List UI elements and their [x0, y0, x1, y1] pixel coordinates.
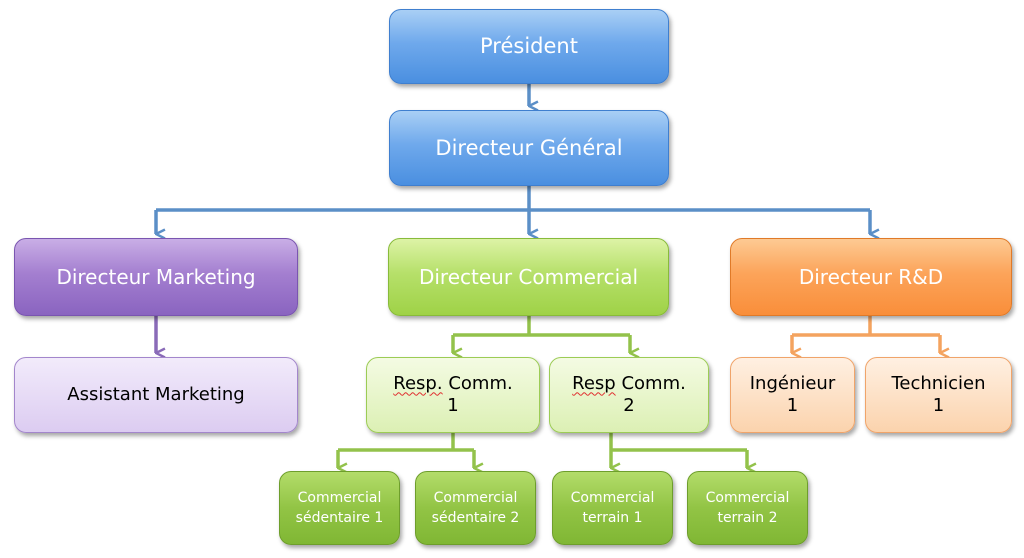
node-president: Président — [389, 9, 669, 84]
connector-dg-bus — [156, 186, 870, 212]
node-resp-comm-2-word1: Resp — [572, 372, 616, 394]
node-resp-comm-1-word2: Comm. — [448, 372, 513, 394]
node-assistant-marketing: Assistant Marketing — [14, 357, 298, 433]
node-assistant-marketing-label: Assistant Marketing — [67, 383, 245, 405]
node-technicien-1: Technicien 1 — [865, 357, 1012, 433]
node-directeur-commercial: Directeur Commercial — [388, 238, 669, 316]
node-commercial-sedentaire-1-line2: sédentaire 1 — [295, 510, 384, 526]
node-commercial-terrain-1-line2: terrain 1 — [582, 510, 643, 526]
node-ingenieur-1: Ingénieur 1 — [730, 357, 855, 433]
node-directeur-general-label: Directeur Général — [435, 135, 623, 160]
node-resp-comm-2: Resp Comm. 2 — [549, 357, 709, 433]
node-directeur-rd: Directeur R&D — [730, 238, 1012, 316]
node-commercial-sedentaire-2-line2: sédentaire 2 — [431, 510, 520, 526]
node-directeur-marketing-label: Directeur Marketing — [56, 264, 256, 289]
node-president-label: Président — [480, 34, 578, 59]
node-resp-comm-2-word2: Comm. — [621, 372, 686, 394]
node-commercial-sedentaire-2-line1: Commercial — [433, 489, 518, 506]
node-commercial-terrain-2-line1: Commercial — [705, 489, 790, 506]
connector-resp1-bus — [338, 432, 474, 452]
node-ingenieur-1-line1: Ingénieur — [749, 372, 836, 394]
node-resp-comm-1: Resp. Comm. 1 — [366, 357, 540, 433]
node-resp-comm-2-line2: 2 — [623, 395, 635, 416]
node-commercial-terrain-1: Commercial terrain 1 — [552, 471, 673, 545]
node-commercial-sedentaire-1-line1: Commercial — [297, 489, 382, 506]
node-technicien-1-line2: 1 — [932, 395, 945, 416]
node-ingenieur-1-line2: 1 — [786, 395, 799, 416]
node-commercial-terrain-2: Commercial terrain 2 — [687, 471, 808, 545]
node-commercial-sedentaire-2: Commercial sédentaire 2 — [415, 471, 536, 545]
node-technicien-1-line1: Technicien — [891, 372, 986, 394]
node-directeur-general: Directeur Général — [389, 110, 669, 186]
connector-commercial-bus — [453, 316, 630, 337]
node-resp-comm-1-word1: Resp. — [393, 372, 443, 394]
node-directeur-rd-label: Directeur R&D — [798, 264, 944, 289]
connector-resp2-bus — [609, 432, 747, 452]
node-commercial-terrain-1-line1: Commercial — [570, 489, 655, 506]
node-commercial-terrain-2-line2: terrain 2 — [717, 510, 778, 526]
connector-rd-bus — [792, 316, 940, 337]
node-resp-comm-1-line1: Resp. Comm. — [393, 373, 512, 396]
node-resp-comm-2-line1: Resp Comm. — [572, 373, 686, 396]
node-resp-comm-1-line2: 1 — [447, 395, 459, 416]
node-directeur-marketing: Directeur Marketing — [14, 238, 298, 316]
node-commercial-sedentaire-1: Commercial sédentaire 1 — [279, 471, 400, 545]
node-directeur-commercial-label: Directeur Commercial — [418, 264, 639, 289]
